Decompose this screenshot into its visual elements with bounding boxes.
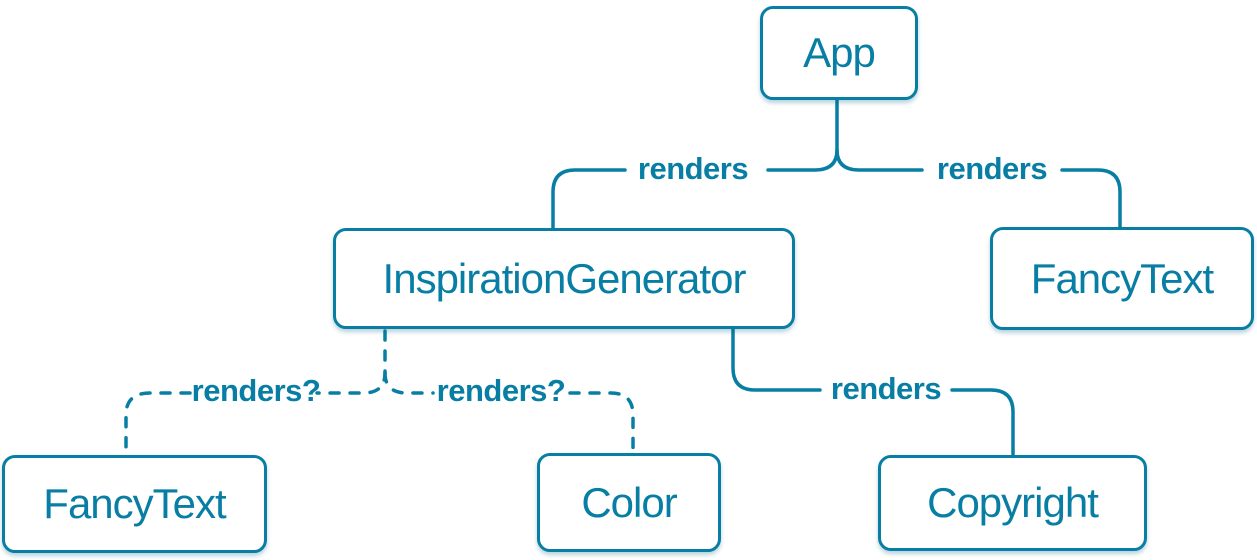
edge-inspirationgenerator-copyright xyxy=(731,327,1015,457)
node-app: App xyxy=(760,6,918,100)
node-color-label: Color xyxy=(581,478,677,526)
node-fancy-text-top-label: FancyText xyxy=(1030,254,1214,302)
node-inspiration-generator-label: InspirationGenerator xyxy=(382,254,747,302)
node-fancy-text-bottom: FancyText xyxy=(2,455,267,553)
edge-label-app-inspirationgenerator: renders xyxy=(637,151,749,186)
edge-label-app-fancytext: renders xyxy=(936,151,1048,186)
edge-label-inspirationgenerator-fancytext: renders? xyxy=(191,373,321,408)
node-copyright-label: Copyright xyxy=(927,479,1099,526)
node-fancy-text-top: FancyText xyxy=(990,227,1254,330)
node-app-label: App xyxy=(803,29,876,76)
edge-label-inspirationgenerator-color: renders? xyxy=(436,373,566,408)
edge-app-fancytext xyxy=(835,148,1122,229)
node-fancy-text-bottom-label: FancyText xyxy=(43,480,226,527)
edge-label-inspirationgenerator-copyright: renders xyxy=(830,371,942,406)
node-inspiration-generator: InspirationGenerator xyxy=(333,228,795,329)
edge-inspirationgenerator-color xyxy=(383,371,635,453)
node-copyright: Copyright xyxy=(878,455,1147,551)
node-color: Color xyxy=(537,453,721,552)
